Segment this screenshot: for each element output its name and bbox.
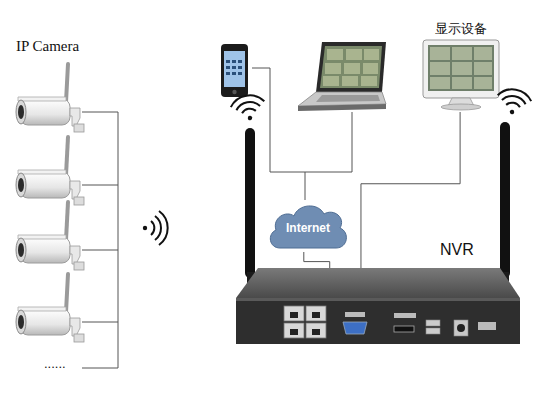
node-label: IP Camera (16, 38, 79, 55)
display-device: 显示设备 (416, 20, 506, 112)
node-label: 显示设备 (435, 20, 487, 38)
nvr-device: NVR (236, 268, 520, 344)
continuation-dots: ...... (44, 356, 66, 371)
node-label: NVR (440, 241, 474, 259)
network-cable (304, 252, 330, 268)
internet-cloud: Internet (266, 198, 350, 252)
node-label: Internet (286, 221, 330, 235)
camera-group: IP Camera (8, 38, 120, 378)
